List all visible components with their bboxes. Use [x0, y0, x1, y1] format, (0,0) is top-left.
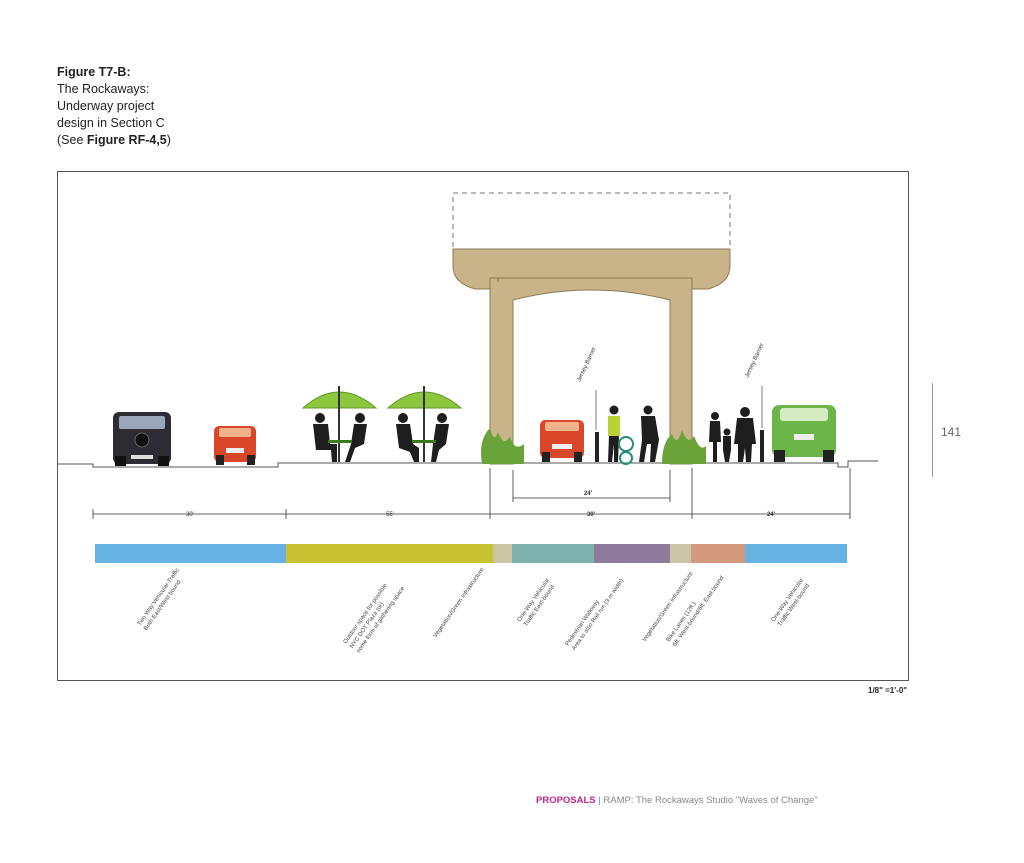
page-number: 141 [941, 425, 962, 439]
segment-labels: Two Way Vehicular Traffic Both East/West… [137, 566, 813, 655]
vegetation-right [662, 430, 706, 464]
band-west-traffic [745, 544, 847, 563]
footer-separator: | [595, 795, 604, 806]
segment-label-8: One-Way Vehicular Traffic West-bound [771, 576, 813, 628]
footer-text: RAMP: The Rockaways Studio "Waves of Cha… [603, 795, 818, 806]
dimension-4: 24' [767, 512, 776, 518]
elevated-track-outline [452, 192, 731, 250]
segment-label-1: Two Way Vehicular Traffic Both East/West… [137, 566, 189, 632]
page-footer: PROPOSALS | RAMP: The Rockaways Studio "… [536, 795, 818, 806]
band-east-traffic [512, 544, 594, 563]
red-car-left [214, 426, 256, 465]
band-vegetation-2 [670, 544, 691, 563]
caption-line-2: Underway project [57, 99, 155, 113]
segment-label-2: Outdoor space for possible NYC DOT Plaza… [343, 576, 407, 654]
jersey-barrier-label-1: Jersey Barrier [576, 346, 597, 382]
band-bike-lanes [691, 544, 745, 563]
dimension-2: 55' [386, 512, 394, 518]
segment-label-4: One-Way Vehicular Traffic East-bound [517, 576, 559, 628]
caption-see-also: (See Figure RF-4,5) [57, 132, 257, 149]
caption-line-1: The Rockaways: [57, 82, 150, 96]
diners-silhouettes [313, 413, 449, 462]
red-car-center [540, 420, 584, 462]
street-section-diagram: Jersey Barrier Jersey Barrier [57, 171, 909, 681]
ground-line [58, 460, 878, 468]
band-vegetation-1 [493, 544, 512, 563]
figure-label: Figure T7-B: [57, 65, 131, 79]
green-car-right [772, 405, 836, 462]
see-suffix: ) [166, 133, 171, 147]
jersey-barrier-label-2: Jersey Barrier [744, 342, 765, 378]
band-traffic-both [95, 544, 286, 563]
cafe-umbrella-1 [301, 386, 378, 462]
suv-vehicle [113, 412, 171, 466]
segment-label-7: Bike Lanes (12ft.) 6ft. West-bound/6ft. … [666, 571, 726, 648]
dimension-line [92, 468, 851, 519]
dimension-3: 30' [587, 512, 596, 518]
caption-line-3: design in Section C [57, 116, 165, 130]
figure-caption: Figure T7-B: The Rockaways: Underway pro… [57, 64, 257, 149]
elevated-structure-arch [489, 277, 693, 465]
page-number-rule [932, 383, 933, 477]
pedestrian-and-cyclist [608, 405, 659, 465]
jersey-barrier-2 [760, 430, 764, 462]
program-color-band [95, 544, 847, 563]
scale-note: 1/8" =1'-0" [868, 686, 908, 695]
family-silhouettes [709, 407, 756, 462]
see-prefix: (See [57, 133, 87, 147]
dimension-1: 30' [186, 512, 194, 518]
vegetation-left [481, 428, 524, 464]
segment-label-3: Vegetation/Green Infrastructure [433, 567, 486, 640]
band-outdoor-space [286, 544, 493, 563]
inner-dimension-label: 24' [584, 491, 593, 497]
footer-section: PROPOSALS [536, 795, 596, 806]
cafe-umbrella-2 [386, 386, 463, 462]
jersey-barrier-1 [595, 432, 599, 462]
band-pedestrian [594, 544, 670, 563]
see-reference: Figure RF-4,5 [86, 133, 167, 147]
inner-dimension [512, 470, 671, 502]
segment-label-5: Pedestrian Walkway Area to also Rail run… [565, 574, 626, 652]
street-section-svg: Jersey Barrier Jersey Barrier [58, 192, 878, 655]
